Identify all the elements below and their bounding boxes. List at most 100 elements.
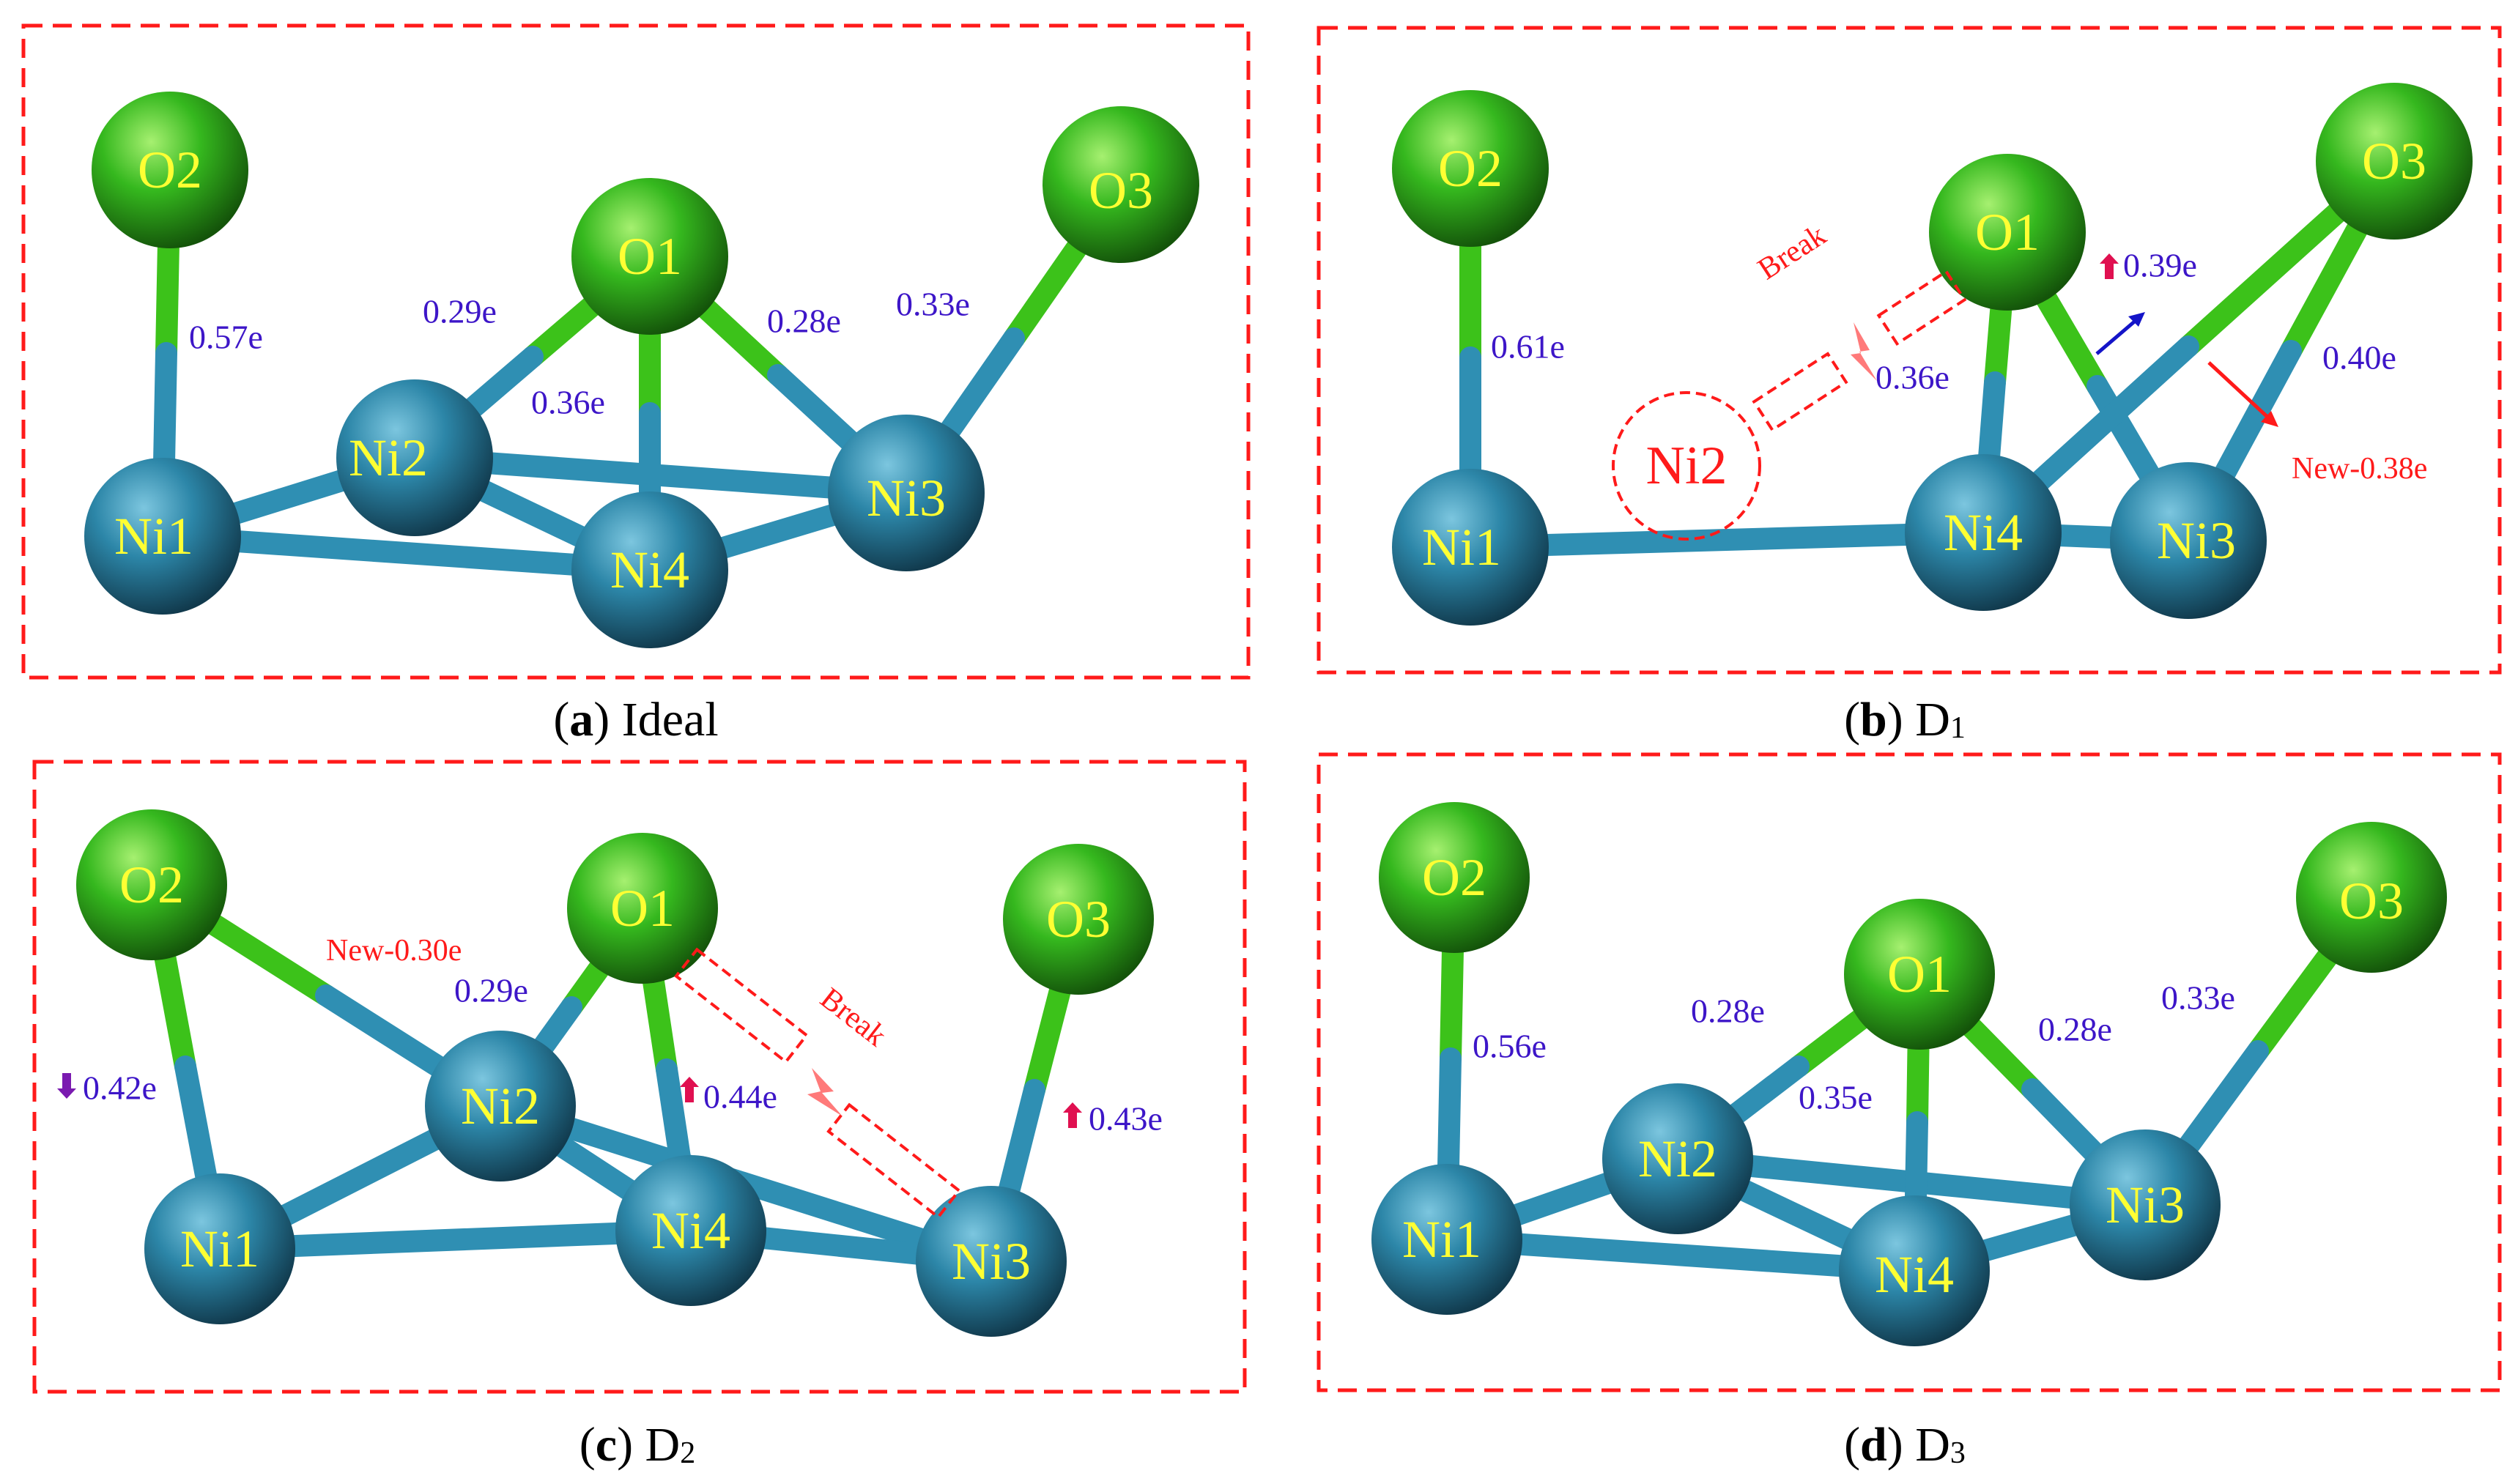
- caption-text: Ideal: [622, 693, 719, 746]
- atom-o3: O3: [2296, 822, 2447, 973]
- atom-ni2: Ni2: [425, 1031, 576, 1181]
- atom-label: O2: [1422, 848, 1486, 907]
- atom-label: Ni2: [1638, 1129, 1717, 1188]
- atom-ni2: Ni2: [336, 379, 493, 536]
- atom-o2: O2: [76, 809, 227, 960]
- atom-o3: O3: [1003, 844, 1154, 995]
- bond-ni1-ni4: [1459, 522, 1994, 558]
- caption-subscript: 3: [1950, 1436, 1966, 1470]
- panel-caption: (c) D2: [579, 1418, 695, 1472]
- atom-label: Ni3: [952, 1232, 1031, 1291]
- panel-b: O2 O1 O3 Ni1 Ni3 Ni4: [1317, 26, 2502, 746]
- atom-label: Ni3: [2157, 511, 2236, 570]
- panel-c-frame: [32, 760, 1247, 1394]
- atom-ni1: Ni1: [84, 458, 241, 615]
- arrow-head: [2261, 411, 2278, 427]
- charge-label: 0.44e: [703, 1078, 777, 1116]
- new-bond-arrow: [2207, 361, 2271, 420]
- charge-label: 0.39e: [2123, 247, 2197, 284]
- atom-label: Ni3: [867, 469, 946, 527]
- atom-label: Ni3: [2106, 1176, 2185, 1234]
- charge-label: 0.33e: [896, 286, 970, 323]
- atom-label: Ni2: [349, 428, 428, 487]
- atom-ni3: Ni3: [916, 1186, 1067, 1337]
- atoms: O2 O1 O3 Ni2 Ni1 Ni4: [84, 92, 1199, 648]
- atom-label: O2: [138, 141, 202, 199]
- charge-label: 0.36e: [531, 384, 605, 421]
- atom-label: Ni1: [1422, 518, 1501, 576]
- atom-ni4: Ni4: [571, 491, 728, 648]
- atom-label: O3: [2362, 132, 2426, 190]
- arrow-down-icon: [57, 1073, 76, 1099]
- caption-text: D: [645, 1418, 681, 1472]
- atom-ni4: Ni4: [615, 1155, 766, 1306]
- atom-ni3: Ni3: [2110, 462, 2267, 619]
- arrow-up-icon: [680, 1077, 699, 1102]
- atom-label: O3: [1046, 890, 1111, 949]
- atom-ni2: Ni2: [1602, 1083, 1753, 1234]
- atoms: O2 O1 O3 Ni2 Ni1 Ni4: [1371, 802, 2447, 1346]
- break-label: Break: [814, 982, 892, 1053]
- atom-label: O1: [1887, 945, 1952, 1003]
- atom-o1: O1: [1844, 899, 1995, 1050]
- charge-label: 0.35e: [1799, 1079, 1873, 1116]
- broken-bond-stub: [826, 1102, 961, 1220]
- atom-ni1: Ni1: [1392, 469, 1549, 626]
- break-label: Break: [1752, 218, 1832, 286]
- atom-label: O1: [610, 879, 675, 938]
- atom-ni1: Ni1: [144, 1173, 295, 1324]
- panel-b-frame: [1317, 26, 2502, 675]
- panel-a: O2 O1 O3 Ni2 Ni1 Ni4: [21, 23, 1251, 746]
- atom-label: Ni1: [180, 1220, 259, 1278]
- bonds: [1459, 150, 2405, 558]
- caption-letter: d: [1860, 1418, 1887, 1472]
- panel-d: O2 O1 O3 Ni2 Ni1 Ni4: [1317, 752, 2502, 1472]
- atom-label: Ni1: [114, 507, 193, 565]
- atom-label: Ni4: [1944, 503, 2023, 562]
- arrow-head: [2128, 312, 2145, 327]
- new-bond-label: New-0.30e: [326, 934, 462, 968]
- charge-label: 0.28e: [1691, 993, 1765, 1030]
- atom-label: Ni4: [651, 1201, 730, 1260]
- charge-label: 0.57e: [189, 319, 263, 356]
- atoms: O2 O1 O3 Ni2 Ni1 Ni4: [76, 809, 1154, 1337]
- panel-caption: (d) D3: [1844, 1418, 1966, 1472]
- charge-label: 0.36e: [1875, 359, 1949, 396]
- caption-subscript: 1: [1950, 711, 1966, 745]
- bond-ni1-ni4: [1436, 1228, 1925, 1282]
- caption-text: D: [1915, 693, 1950, 746]
- arrow-up-icon: [2100, 253, 2119, 279]
- broken-bond-stub: [674, 947, 809, 1064]
- charge-label: 0.42e: [83, 1069, 157, 1107]
- lightning-icon: [1851, 322, 1877, 381]
- panel-caption: (b) D1: [1844, 693, 1966, 746]
- atom-label: O2: [119, 856, 184, 914]
- atom-ni3: Ni3: [2070, 1129, 2221, 1280]
- charge-label: 0.33e: [2161, 979, 2235, 1017]
- atom-o2: O2: [1379, 802, 1530, 953]
- atom-label: O3: [2339, 872, 2404, 930]
- charge-label: 0.28e: [2038, 1011, 2112, 1048]
- charge-label: 0.29e: [454, 972, 528, 1009]
- charge-transfer-arrow: [2095, 318, 2139, 355]
- atom-o3: O3: [2316, 83, 2473, 240]
- atom-o3: O3: [1043, 106, 1199, 263]
- atom-o2: O2: [92, 92, 248, 248]
- atom-ni4: Ni4: [1905, 454, 2062, 611]
- charge-label: 0.28e: [767, 303, 841, 340]
- atom-o2: O2: [1392, 90, 1549, 247]
- caption-letter: a: [569, 693, 593, 746]
- panel-d-frame: [1317, 752, 2502, 1392]
- atom-label: Ni4: [1875, 1245, 1954, 1304]
- atom-label: Ni4: [610, 541, 689, 599]
- panel-c: O2 O1 O3 Ni2 Ni1 Ni4: [32, 760, 1247, 1472]
- broken-bond-stub: [1876, 269, 1967, 346]
- lightning-icon: [807, 1068, 843, 1116]
- atoms: O2 O1 O3 Ni1 Ni3 Ni4: [1392, 83, 2473, 626]
- atom-label: Ni2: [461, 1077, 540, 1135]
- removed-atom-label: Ni2: [1646, 436, 1728, 496]
- caption-subscript: 2: [680, 1436, 695, 1470]
- atom-o1: O1: [571, 178, 728, 335]
- caption-letter: b: [1860, 693, 1887, 746]
- atom-o1: O1: [567, 833, 718, 984]
